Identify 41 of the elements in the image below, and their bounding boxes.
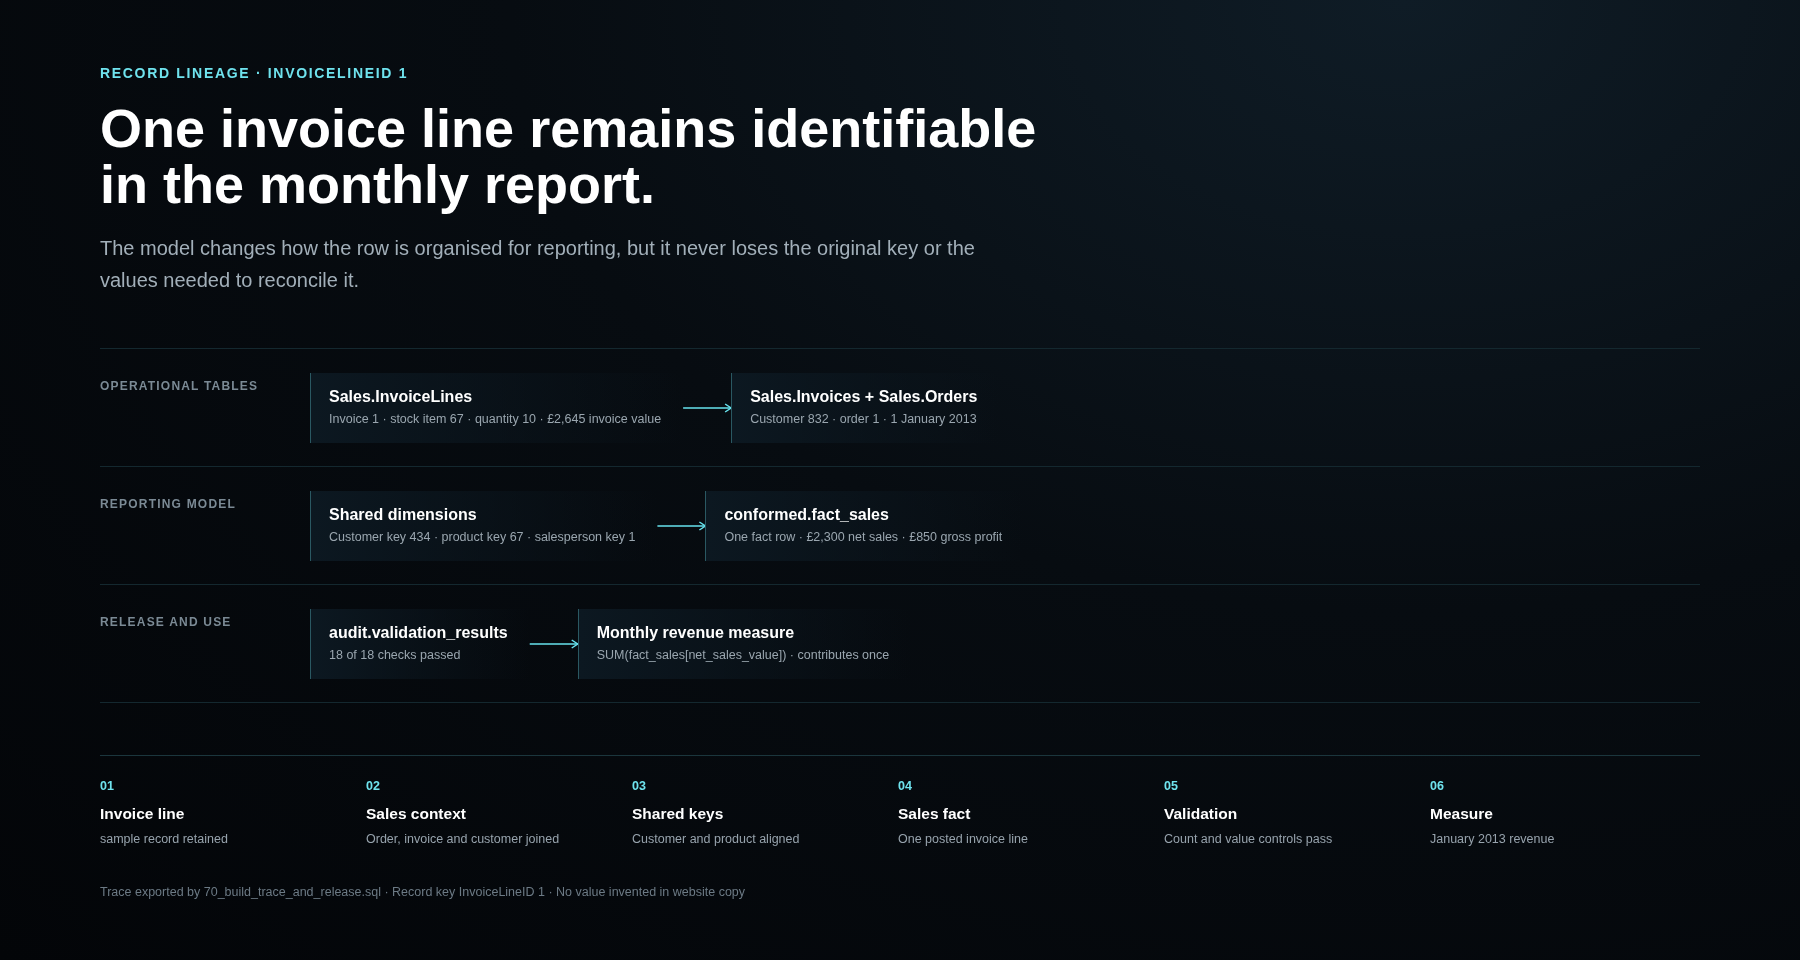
eyebrow-text: RECORD LINEAGE · INVOICELINEID 1: [100, 64, 410, 82]
card-detail: SUM(fact_sales[net_sales_value]) · contributes once: [596, 647, 890, 663]
step-title: Measure: [1430, 804, 1494, 824]
step-title: Sales context: [366, 804, 467, 824]
step-description: Customer and product aligned: [632, 831, 801, 847]
page-title: One invoice line remains identifiable in the monthly report.: [100, 100, 1038, 212]
step-number: 04: [898, 778, 913, 794]
card-title: audit.validation_results: [329, 623, 508, 643]
lane-band: [100, 584, 1700, 703]
step-title: Validation: [1164, 804, 1239, 824]
card-detail: Customer key 434 · product key 67 · salesperson key 1: [329, 529, 636, 545]
card-detail: Invoice 1 · stock item 67 · quantity 10 · £2,645 invoice value: [329, 411, 662, 427]
step-title: Sales fact: [898, 804, 972, 824]
lane-label: REPORTING MODEL: [100, 497, 237, 511]
subtitle-text: The model changes how the row is organised for reporting, but it never loses the original key or the values needed to reconcile it.: [100, 236, 976, 293]
step-number: 01: [100, 778, 115, 794]
card-title: Sales.InvoiceLines: [329, 387, 474, 407]
step-title: Shared keys: [632, 804, 725, 824]
footnote-text: Trace exported by 70_build_trace_and_release.sql · Record key InvoiceLineID 1 · No value invented in website copy: [100, 884, 747, 900]
step-description: Count and value controls pass: [1164, 831, 1334, 847]
card-title: Sales.Invoices + Sales.Orders: [750, 387, 978, 407]
lane-label: RELEASE AND USE: [100, 615, 233, 629]
lane-label: OPERATIONAL TABLES: [100, 379, 260, 393]
arrow: [656, 521, 707, 531]
card-title: conformed.fact_sales: [724, 505, 890, 525]
step-title: Invoice line: [100, 804, 186, 824]
step-description: Order, invoice and customer joined: [366, 831, 561, 847]
step-description: sample record retained: [100, 831, 229, 847]
card-detail: Customer 832 · order 1 · 1 January 2013: [750, 411, 978, 427]
arrow: [682, 403, 732, 413]
card-detail: One fact row · £2,300 net sales · £850 gross profit: [724, 529, 1003, 545]
step-number: 03: [632, 778, 647, 794]
step-number: 05: [1164, 778, 1179, 794]
card-title: Monthly revenue measure: [596, 623, 796, 643]
step-description: January 2013 revenue: [1430, 831, 1556, 847]
card-title: Shared dimensions: [329, 505, 478, 525]
step-description: One posted invoice line: [898, 831, 1029, 847]
step-number: 02: [366, 778, 381, 794]
step-number: 06: [1430, 778, 1445, 794]
card-detail: 18 of 18 checks passed: [329, 647, 462, 663]
arrow: [528, 639, 579, 649]
